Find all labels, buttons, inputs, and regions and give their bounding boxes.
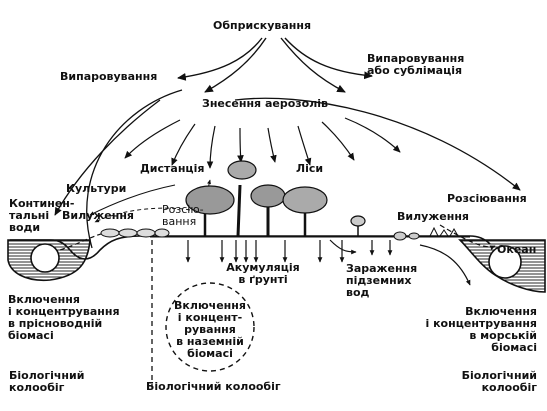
label-bio-cycle-left-1: Біологічний bbox=[9, 369, 85, 382]
aerosol-fan-arrows bbox=[124, 117, 401, 169]
label-marine-biomass-2: і концентрування bbox=[425, 317, 537, 330]
label-land-biomass-4: в наземній bbox=[176, 335, 244, 348]
label-ocean: Океан bbox=[497, 243, 537, 256]
label-freshwater-biomass-4: біомасі bbox=[8, 329, 54, 342]
label-groundwater-2: підземних bbox=[346, 274, 412, 287]
label-continental-3: води bbox=[9, 221, 41, 234]
label-dispersion-left-2: вання bbox=[162, 215, 197, 228]
label-soil-accumulation-2: в ґрунті bbox=[238, 273, 288, 286]
right-shrubs bbox=[393, 226, 459, 241]
label-continental-2: тальні bbox=[9, 209, 50, 222]
crop-shrubs bbox=[100, 228, 170, 238]
label-bio-cycle-right-2: колообіг bbox=[481, 381, 537, 394]
forest-trees bbox=[185, 160, 366, 237]
freshwater-basin bbox=[7, 229, 121, 282]
label-continental-1: Континен- bbox=[9, 197, 75, 210]
label-spraying: Обприскування bbox=[213, 19, 312, 32]
label-bio-cycle-left-2: колообіг bbox=[9, 381, 65, 394]
label-land-biomass-5: біомасі bbox=[187, 347, 233, 360]
label-dispersion-left-1: Розсію- bbox=[162, 203, 204, 216]
label-land-biomass-1: Включення bbox=[174, 299, 246, 312]
label-land-biomass-3: рування bbox=[184, 323, 236, 336]
large-arc-arrows bbox=[54, 89, 521, 249]
label-evaporation-left: Випаровування bbox=[60, 70, 158, 83]
label-bio-cycle-right-1: Біологічний bbox=[461, 369, 537, 382]
groundwater-flow-arrow bbox=[329, 239, 357, 255]
label-forests: Ліси bbox=[296, 162, 324, 175]
spraying-arrows bbox=[177, 37, 373, 93]
label-freshwater-biomass-1: Включення bbox=[8, 293, 80, 306]
label-aerosol: Знесення аерозолів bbox=[202, 97, 329, 110]
soil-arrows bbox=[185, 240, 393, 263]
label-distance: Дистанція bbox=[140, 162, 205, 175]
land-biomass-circle bbox=[165, 282, 255, 372]
label-soil-accumulation-1: Акумуляція bbox=[226, 261, 300, 274]
label-marine-biomass-1: Включення bbox=[465, 305, 537, 318]
label-bio-cycle-center: Біологічний колообіг bbox=[146, 380, 281, 393]
label-freshwater-biomass-3: в прісноводній bbox=[8, 317, 103, 330]
label-marine-biomass-3: в морській bbox=[469, 329, 537, 342]
label-leaching-right: Вилуження bbox=[397, 210, 469, 223]
label-leaching-left: Вилуження bbox=[62, 209, 134, 222]
ocean-basin bbox=[419, 224, 546, 293]
label-freshwater-biomass-2: і концентрування bbox=[8, 305, 120, 318]
label-evaporation-right-1: Випаровування bbox=[367, 52, 465, 65]
label-cultures: Культури bbox=[66, 182, 127, 195]
label-evaporation-right-2: або сублімація bbox=[367, 64, 463, 77]
label-groundwater-3: вод bbox=[346, 286, 370, 299]
label-marine-biomass-4: біомасі bbox=[491, 341, 537, 354]
label-land-biomass-2: і концент- bbox=[177, 311, 243, 324]
label-dispersion-right: Розсіювання bbox=[447, 192, 527, 205]
label-groundwater-1: Зараження bbox=[346, 262, 418, 275]
